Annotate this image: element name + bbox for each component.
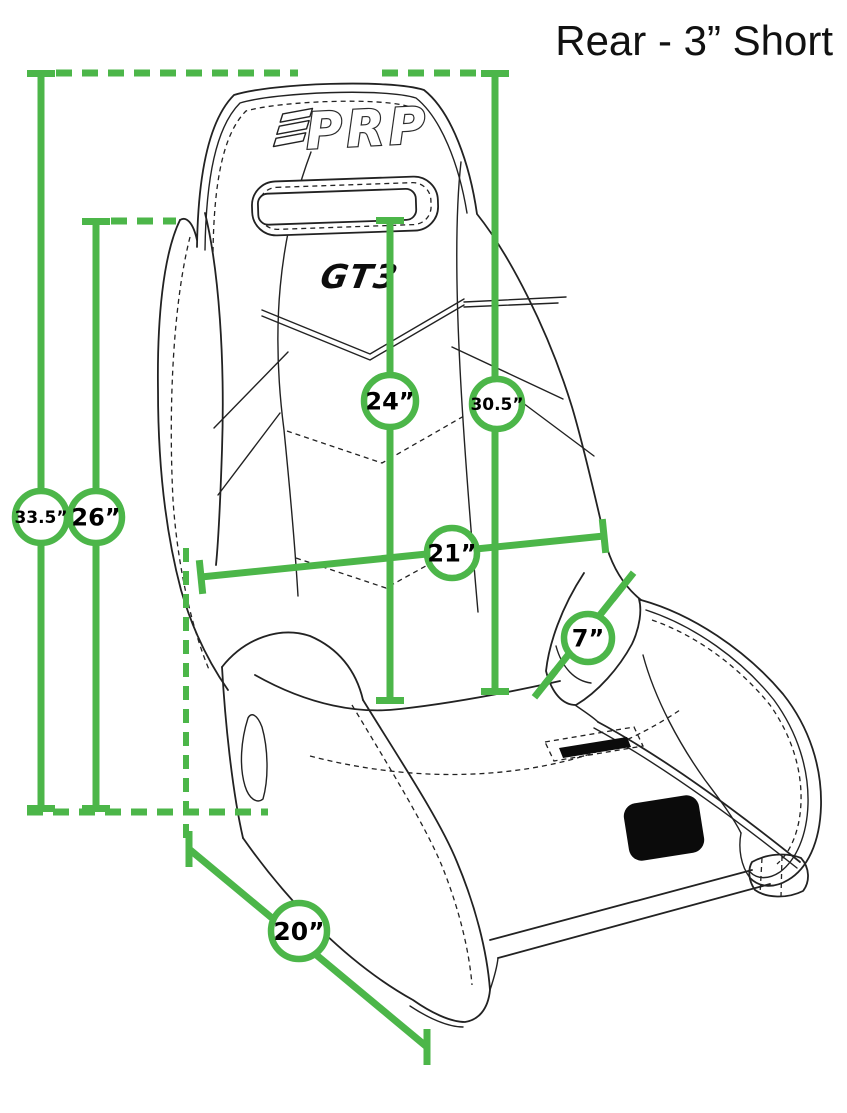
dimension-circle-26: 26” [66, 487, 126, 547]
svg-text:PRP: PRP [304, 96, 431, 160]
svg-text:7”: 7” [572, 624, 604, 652]
dimension-annotations: 33.5” 26” 24” 30.5” 21” 7” [11, 69, 637, 1065]
armrest [640, 599, 822, 887]
dimension-circle-30-5: 30.5” [468, 375, 526, 433]
dimension-circle-24: 24” [360, 371, 420, 431]
dimension-circle-20: 20” [267, 899, 331, 963]
svg-text:33.5”: 33.5” [14, 508, 67, 528]
dimension-circle-7: 7” [560, 610, 616, 666]
svg-text:30.5”: 30.5” [470, 395, 523, 415]
svg-text:20”: 20” [273, 917, 324, 946]
svg-text:26”: 26” [71, 503, 120, 531]
svg-text:24”: 24” [365, 387, 414, 415]
prp-logo: PRP [272, 95, 432, 162]
svg-text:21”: 21” [427, 539, 476, 567]
dimension-line-33-5 [27, 70, 55, 812]
dimension-circle-21: 21” [423, 524, 481, 582]
dimension-circle-33-5: 33.5” [11, 487, 71, 547]
dimension-line-21 [195, 518, 610, 595]
headrest-strap-slot [251, 175, 439, 237]
dimension-line-24 [376, 217, 404, 704]
armrest-support-bracket [545, 572, 642, 706]
page-title: Rear - 3” Short [555, 17, 833, 64]
seat-cushion [221, 631, 809, 1028]
